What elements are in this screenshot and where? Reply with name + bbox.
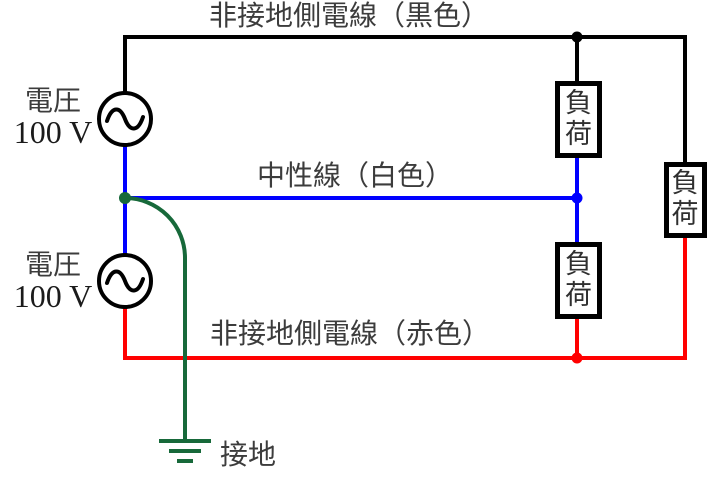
- load-1-label: 負荷: [565, 88, 592, 150]
- sine-wave-icon: [105, 107, 145, 131]
- load-3-label: 負荷: [671, 168, 699, 230]
- red-wire-label: 非接地側電線（赤色）: [209, 317, 490, 350]
- ground-label: 接地: [220, 438, 277, 471]
- ac-source-1: [97, 91, 153, 147]
- source-1-voltage: 100 V: [13, 114, 93, 150]
- sine-wave-icon: [105, 269, 145, 293]
- junction-dot-red: [571, 352, 583, 364]
- neutral-wire-label: 中性線（白色）: [256, 159, 453, 192]
- junction-dot-neutral: [571, 192, 583, 204]
- source-2-caption: 電圧: [24, 248, 81, 281]
- load-box-3: [664, 162, 707, 238]
- junction-dot-black: [571, 31, 583, 43]
- load-2-label: 負荷: [565, 249, 592, 311]
- load-box-1: [555, 81, 602, 158]
- red-wire-path: [123, 237, 687, 360]
- black-wire-label: 非接地側電線（黒色）: [208, 0, 489, 32]
- source-2-label: 電圧 100 V: [0, 248, 106, 314]
- load-box-2: [555, 242, 602, 319]
- ground-wire-path: [124, 196, 211, 463]
- black-wire-path: [123, 35, 687, 163]
- source-1-caption: 電圧: [24, 84, 81, 117]
- junction-dot-ground: [119, 192, 131, 204]
- ac-source-2: [97, 253, 153, 309]
- source-2-voltage: 100 V: [13, 278, 93, 314]
- source-1-label: 電圧 100 V: [0, 84, 106, 150]
